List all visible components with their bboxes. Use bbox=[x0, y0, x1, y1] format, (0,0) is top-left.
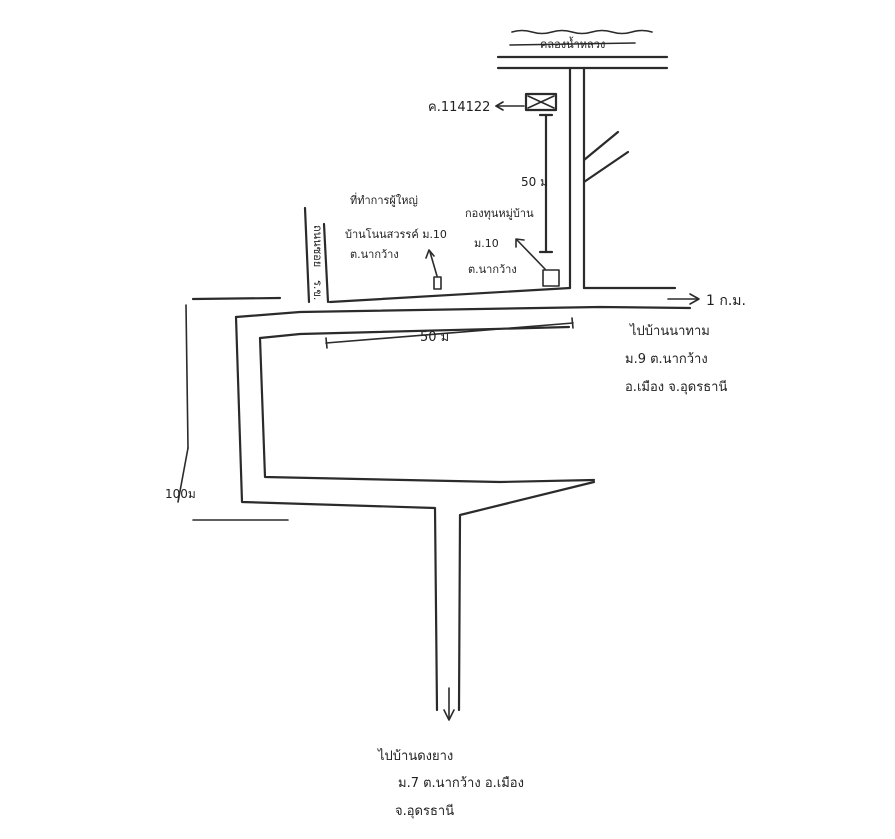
office-label-line1: ที่ทำการผู้ใหญ่ bbox=[350, 192, 418, 207]
fund-label-line1: กองทุนหมู่บ้าน bbox=[465, 207, 534, 220]
house-marker bbox=[495, 92, 558, 112]
dimension-canal-road-label: 50 ม bbox=[521, 175, 548, 189]
east-dest-line1: ไปบ้านนาทาม bbox=[629, 323, 710, 339]
house-number-label: ค.114122 bbox=[428, 100, 490, 115]
side-road bbox=[303, 206, 330, 304]
dimension-left bbox=[177, 304, 289, 521]
side-road-label-2: ร.ข. bbox=[311, 280, 324, 300]
fund-label-line3: ต.นากว้าง bbox=[468, 263, 517, 276]
dimension-left-label: 100ม bbox=[165, 487, 196, 501]
east-dest-line3: อ.เมือง จ.อุดรธานี bbox=[625, 379, 727, 395]
dimension-main-road-label: 50 ม bbox=[420, 330, 449, 345]
dimension-main-road bbox=[325, 317, 574, 349]
headman-office-marker bbox=[425, 249, 442, 290]
fund-label-line2: ม.10 bbox=[474, 237, 499, 250]
dimension-canal-road bbox=[538, 113, 554, 254]
village-fund-marker bbox=[515, 238, 560, 287]
side-road-label: ถนนซอย bbox=[311, 225, 324, 267]
office-label-line3: ต.นากว้าง bbox=[350, 248, 399, 261]
main-road bbox=[191, 286, 700, 319]
south-dest-line1: ไปบ้านดงยาง bbox=[377, 748, 453, 764]
north-road bbox=[568, 66, 630, 290]
loop-road bbox=[234, 315, 596, 721]
east-distance-label: 1 ก.ม. bbox=[706, 293, 746, 309]
south-dest-line3: จ.อุดรธานี bbox=[395, 803, 454, 819]
canal-label: คลองน้ำหลวง bbox=[540, 36, 605, 51]
office-label-line2: บ้านโนนสวรรค์ ม.10 bbox=[345, 227, 447, 241]
east-dest-line2: ม.9 ต.นากว้าง bbox=[625, 352, 708, 367]
canal bbox=[496, 29, 669, 70]
south-dest-line2: ม.7 ต.นากว้าง อ.เมือง bbox=[398, 775, 524, 791]
